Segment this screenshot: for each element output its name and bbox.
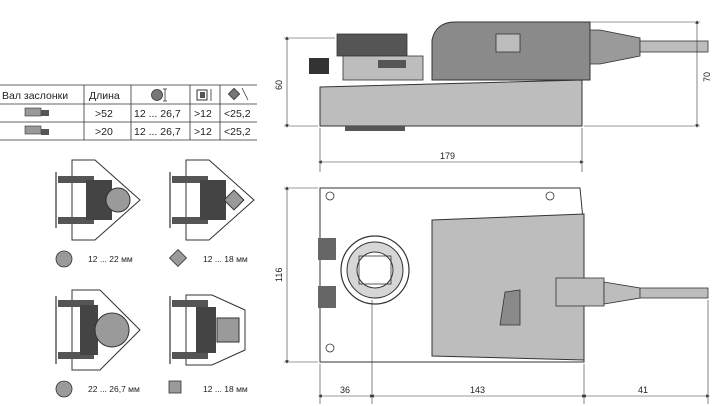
- square-bar-icon: [196, 89, 212, 101]
- top-dim-right: 41: [638, 385, 648, 395]
- row1-round: 12 ... 26,7: [134, 108, 181, 120]
- long-shaft-icon: [24, 107, 49, 117]
- clamp-2-range: 12 ... 18 мм: [203, 254, 248, 264]
- side-height-left: 60: [274, 80, 284, 90]
- row2-diamond: <25,2: [224, 126, 251, 138]
- actuator-top-view: [318, 187, 709, 363]
- clamp-round-small-caption: 12 ... 22 мм: [55, 250, 133, 268]
- top-dim-middle: 143: [470, 385, 485, 395]
- clamp-diamond: [169, 159, 255, 241]
- clamp-square-caption: 12 ... 18 мм: [168, 380, 248, 394]
- side-height-right: 70: [702, 72, 712, 82]
- clamp-round-large: [55, 289, 141, 371]
- clamp-round-large-caption: 22 ... 26,7 мм: [55, 380, 140, 398]
- short-shaft-icon: [24, 125, 49, 135]
- top-height: 116: [274, 268, 284, 282]
- side-dim-lines: [284, 20, 700, 172]
- diamond-shaft-icon: [227, 87, 249, 101]
- clamp-square: [169, 294, 246, 366]
- clamp-4-range: 12 ... 18 мм: [203, 384, 248, 394]
- row1-length: >52: [95, 108, 113, 120]
- clamp-1-range: 12 ... 22 мм: [88, 254, 133, 264]
- round-shaft-icon: [151, 88, 167, 102]
- row2-round: 12 ... 26,7: [134, 126, 181, 138]
- table-header-length: Длина: [89, 90, 120, 102]
- row1-diamond: <25,2: [224, 108, 251, 120]
- table-header-shaft: Вал заслонки: [2, 90, 68, 102]
- row2-square: >12: [194, 126, 212, 138]
- top-dim-lines: [284, 186, 710, 404]
- clamp-round-small: [55, 159, 141, 241]
- side-width: 179: [440, 151, 455, 161]
- shaft-spec-table: [0, 84, 257, 141]
- row1-square: >12: [194, 108, 212, 120]
- clamp-3-range: 22 ... 26,7 мм: [88, 384, 140, 394]
- actuator-side-view: [309, 21, 709, 131]
- row2-length: >20: [95, 126, 113, 138]
- clamp-diamond-caption: 12 ... 18 мм: [168, 248, 248, 268]
- top-dim-left: 36: [340, 385, 350, 395]
